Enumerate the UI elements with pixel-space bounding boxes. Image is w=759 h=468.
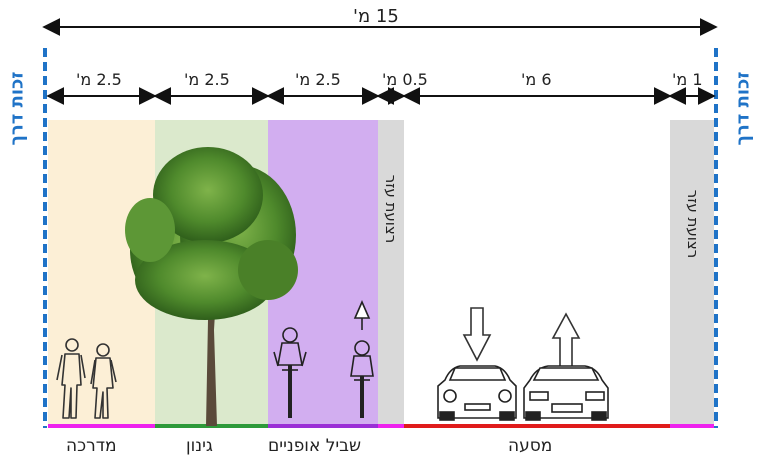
pedestrians-icon xyxy=(56,338,117,419)
left-buffer-label: רצועת עזר xyxy=(382,174,400,244)
car-front-icon xyxy=(437,365,517,421)
right-right-of-way-label: זכות דרך xyxy=(732,71,754,146)
car-rear-icon xyxy=(523,365,609,421)
planting-name: גינון xyxy=(186,436,213,456)
down-arrow-icon xyxy=(462,307,492,362)
planting-width-label: 2.5 מ' xyxy=(184,70,230,89)
sidewalk-width-label: 2.5 מ' xyxy=(76,70,122,89)
left-right-of-way-label: זכות דרך xyxy=(6,71,28,146)
cyclists-icon xyxy=(273,300,374,418)
roadway-name: מסעה xyxy=(508,436,553,456)
tree-icon xyxy=(125,147,298,426)
bike-lane-name: שביל אופניים xyxy=(268,436,362,456)
sidewalk-name: מדרכה xyxy=(66,436,117,456)
up-arrow-icon xyxy=(551,312,581,369)
right-buffer-strip xyxy=(670,120,714,426)
total-width-label: 15 מ' xyxy=(353,6,399,27)
buffer-left-width-label: 0.5 מ' xyxy=(382,70,428,89)
left-buffer-strip xyxy=(378,120,404,426)
buffer-right-width-label: 1 מ' xyxy=(672,70,703,89)
bike-width-label: 2.5 מ' xyxy=(295,70,341,89)
roadway-width-label: 6 מ' xyxy=(521,70,552,89)
roadway-direction-arrows xyxy=(462,307,581,369)
right-buffer-label: רצועת עזר xyxy=(684,189,702,259)
